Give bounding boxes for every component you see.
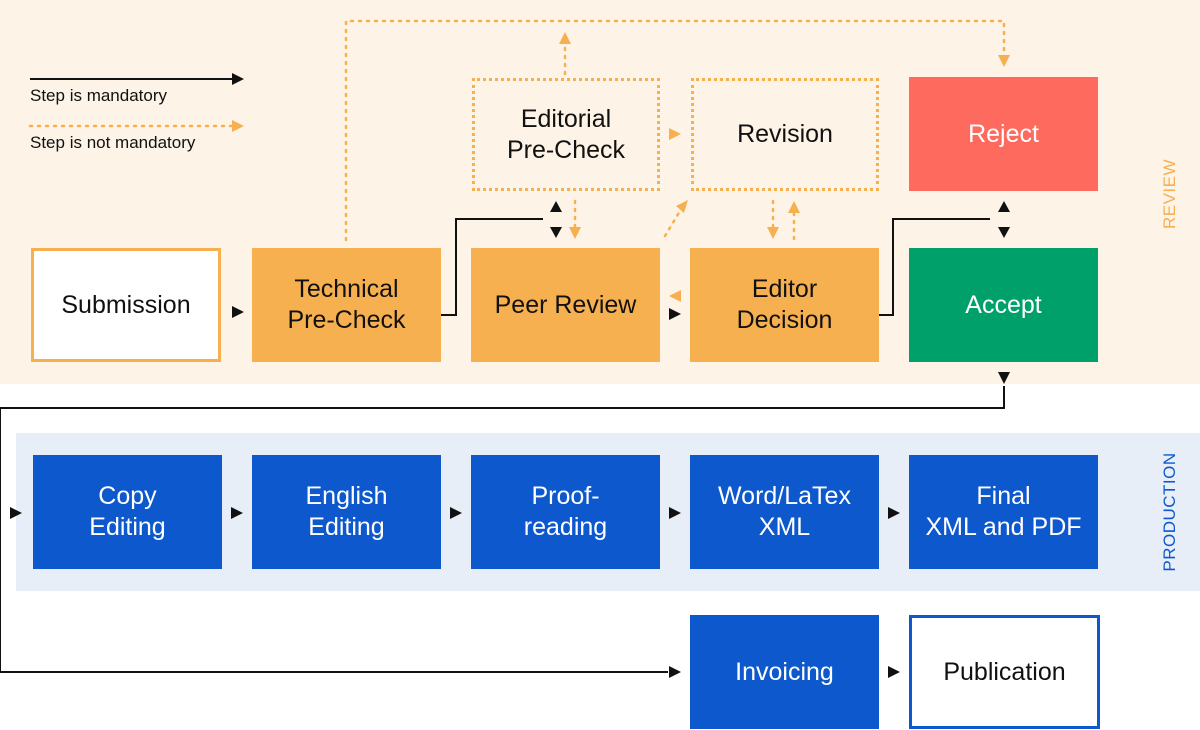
technical-precheck-label: Technical Pre-Check: [287, 275, 406, 334]
reject-box: Reject: [909, 77, 1098, 191]
connector-decision-to-reject: [879, 218, 990, 316]
english-editing-label: English Editing: [305, 482, 388, 541]
arrow-into-invoicing: [669, 666, 681, 678]
editorial-precheck-box: Editorial Pre-Check: [472, 78, 660, 191]
editor-decision-label: Editor Decision: [736, 275, 833, 334]
legend-not-mandatory-label: Step is not mandatory: [30, 133, 196, 152]
connector-accept-to-invoicing: [0, 386, 1005, 673]
reject-label: Reject: [968, 119, 1039, 148]
submission-box: Submission: [31, 248, 221, 362]
arrow-editorial-up: [559, 32, 571, 44]
arrow-into-peer-review: [569, 227, 581, 239]
arrow-peer-to-decision: [669, 308, 681, 320]
editorial-precheck-label: Editorial Pre-Check: [506, 104, 626, 164]
arrow-invoicing-to-publication: [888, 666, 900, 678]
peer-review-label: Peer Review: [494, 290, 637, 319]
revision-box: Revision: [691, 78, 879, 191]
arrow-proof-to-word: [669, 507, 681, 519]
arrow-decision-to-peer: [669, 290, 681, 302]
arrow-english-to-proof: [450, 507, 462, 519]
legend-dotted-arrowhead: [232, 120, 244, 132]
arrow-revision-down: [767, 227, 779, 239]
editor-decision-box: Editor Decision: [690, 248, 879, 362]
legend-mandatory-label: Step is mandatory: [30, 86, 168, 105]
english-editing-box: English Editing: [252, 455, 441, 569]
arrow-submission-technical: [232, 306, 244, 318]
arrow-word-to-final: [888, 507, 900, 519]
arrow-into-revision: [676, 200, 688, 213]
submission-label: Submission: [61, 290, 191, 319]
publication-box: Publication: [909, 615, 1100, 729]
proofreading-label: Proof- reading: [523, 482, 608, 541]
revision-label: Revision: [737, 120, 833, 148]
arrow-down-peer: [550, 227, 562, 238]
arrow-down-accept: [998, 227, 1010, 238]
accept-box: Accept: [909, 248, 1098, 362]
final-xml-pdf-label: Final XML and PDF: [925, 482, 1082, 541]
arrow-up-reject: [998, 201, 1010, 212]
connector-technical-to-editorial: [441, 218, 543, 316]
arrow-editorial-to-revision: [669, 128, 681, 140]
connector-technical-to-reject: [344, 19, 1006, 242]
arrow-up-editorial: [550, 201, 562, 212]
peer-review-box: Peer Review: [471, 248, 660, 362]
accept-label: Accept: [965, 290, 1042, 319]
proofreading-box: Proof- reading: [471, 455, 660, 569]
arrow-accept-down: [998, 372, 1010, 384]
copy-editing-box: Copy Editing: [33, 455, 222, 569]
arrow-into-copy-editing: [10, 507, 22, 519]
invoicing-box: Invoicing: [690, 615, 879, 729]
arrow-copy-to-english: [231, 507, 243, 519]
final-xml-pdf-box: Final XML and PDF: [909, 455, 1098, 569]
arrow-into-reject: [998, 55, 1010, 67]
publication-label: Publication: [943, 657, 1066, 686]
word-latex-xml-label: Word/LaTex XML: [718, 482, 851, 541]
arrow-up-revision: [788, 201, 800, 213]
invoicing-label: Invoicing: [735, 657, 834, 686]
copy-editing-label: Copy Editing: [89, 482, 166, 541]
connector-peer-to-revision: [663, 209, 682, 238]
legend-solid-arrowhead: [232, 73, 244, 85]
technical-precheck-box: Technical Pre-Check: [252, 248, 441, 362]
word-latex-xml-box: Word/LaTex XML: [690, 455, 879, 569]
